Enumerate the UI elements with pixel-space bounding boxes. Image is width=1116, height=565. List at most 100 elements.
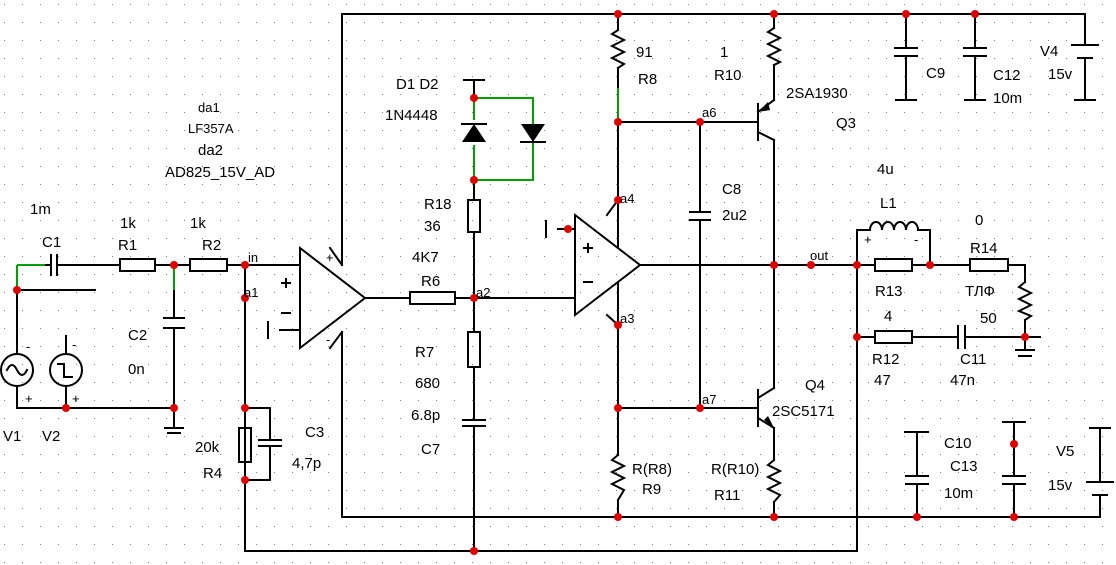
resistor-r11: [765, 458, 783, 504]
label-c13: C13: [950, 458, 978, 475]
label-c8: C8: [722, 181, 741, 198]
junction-nodes: [13, 10, 1029, 555]
label-r6: R6: [421, 273, 440, 290]
label-a4: a4: [620, 191, 634, 206]
label-a1: a1: [244, 285, 258, 300]
label-r14-value: 0: [975, 212, 983, 229]
label-r12: R12: [872, 351, 900, 368]
label-c8-value: 2u2: [722, 207, 747, 224]
label-c7-value: 6.8p: [411, 407, 440, 424]
resistor-r18: [467, 199, 481, 233]
label-q4-part: 2SC5171: [772, 403, 835, 420]
label-v4: V4: [1040, 43, 1058, 60]
resistor-r13: [874, 258, 913, 272]
label-c11: C11: [960, 351, 986, 368]
label-r9-value: R(R8): [632, 461, 672, 478]
capacitor-c8: [689, 211, 711, 221]
resistor-r12: [874, 330, 913, 344]
label-c3-value: 4,7p: [292, 455, 321, 472]
capacitor-c9: [894, 47, 918, 57]
label-out: out: [810, 248, 828, 263]
label-v5-value: 15v: [1048, 477, 1073, 494]
label-da2: da2: [198, 142, 223, 159]
opamp-da2: [545, 198, 642, 327]
svg-text:+: +: [72, 391, 80, 406]
label-da1: da1: [198, 100, 220, 115]
label-c10: C10: [944, 435, 972, 452]
svg-text:+: +: [864, 232, 872, 247]
svg-text:-: -: [26, 339, 30, 354]
label-r4-value: 20k: [195, 439, 220, 456]
label-r13-value: 4: [884, 308, 892, 325]
label-l1: L1: [880, 195, 897, 212]
capacitor-c10: [905, 475, 929, 485]
label-c1: C1: [42, 234, 61, 251]
label-c2: C2: [128, 327, 147, 344]
resistor-r10: [765, 26, 783, 67]
capacitor-c2: [163, 317, 185, 329]
transistor-q3: [756, 98, 776, 142]
label-r9: R9: [642, 481, 661, 498]
svg-text:+: +: [326, 250, 334, 265]
highlighted-wires: [16, 88, 619, 290]
label-r11: R11: [714, 487, 740, 504]
label-v5: V5: [1056, 443, 1074, 460]
label-v4-value: 15v: [1048, 66, 1073, 83]
resistor-tlf-load: [1016, 280, 1034, 322]
labels: da1 LF357A da2 AD825_15V_AD 1m C1 1k R1 …: [3, 43, 1074, 504]
label-c2-value: 0n: [128, 361, 145, 378]
pulse-source-v2: [49, 335, 83, 391]
inductor-l1: [868, 221, 920, 232]
label-a2: a2: [476, 285, 490, 300]
label-tlf: ТЛФ: [965, 283, 995, 300]
svg-text:-: -: [914, 232, 918, 247]
label-d1-d2: D1 D2: [396, 76, 439, 93]
label-v1: V1: [3, 428, 21, 445]
label-c9: C9: [926, 65, 945, 82]
label-r1-value: 1k: [120, 215, 136, 232]
label-c12: C12: [993, 67, 1021, 84]
label-a3: a3: [620, 311, 634, 326]
resistor-r4: [238, 427, 252, 463]
label-r8-value: 91: [636, 44, 653, 61]
opamp-da1: [267, 245, 367, 351]
label-r4: R4: [203, 465, 222, 482]
label-r13: R13: [875, 283, 903, 300]
svg-text:-: -: [326, 332, 330, 347]
polarity-marks: - + - + + - + -: [25, 232, 918, 406]
label-r7: R7: [415, 344, 434, 361]
label-r7-value: 680: [415, 375, 440, 392]
label-r18: R18: [424, 196, 452, 213]
resistor-r1: [119, 258, 156, 272]
svg-text:+: +: [25, 391, 33, 406]
transistor-q4: [756, 386, 776, 430]
label-c11-value: 47n: [950, 372, 975, 389]
resistor-r7: [467, 331, 481, 368]
label-c13-value: 10m: [944, 485, 973, 502]
capacitor-c7: [462, 419, 486, 427]
label-a7: a7: [702, 392, 716, 407]
label-r11-value: R(R10): [711, 461, 759, 478]
label-r8: R8: [638, 71, 657, 88]
grid-dots: [4, 4, 1103, 563]
capacitor-c13: [1002, 475, 1026, 485]
label-v2: V2: [42, 428, 60, 445]
label-r14: R14: [970, 240, 998, 257]
label-a6: a6: [702, 105, 716, 120]
label-ad825: AD825_15V_AD: [165, 164, 275, 181]
label-lf357a: LF357A: [188, 121, 234, 136]
ac-source-v1: [0, 349, 34, 391]
resistor-r8: [609, 28, 627, 70]
resistor-r14: [969, 258, 1009, 272]
svg-text:-: -: [72, 337, 76, 352]
label-c7: C7: [421, 441, 440, 458]
wires: [16, 13, 1114, 552]
capacitor-c3: [258, 439, 282, 447]
label-r6-value: 4K7: [412, 249, 439, 266]
resistor-r9: [609, 453, 627, 502]
label-r1: R1: [118, 237, 137, 254]
label-c12-value: 10m: [993, 90, 1022, 107]
label-q3: Q3: [836, 115, 856, 132]
label-r18-value: 36: [424, 218, 441, 235]
